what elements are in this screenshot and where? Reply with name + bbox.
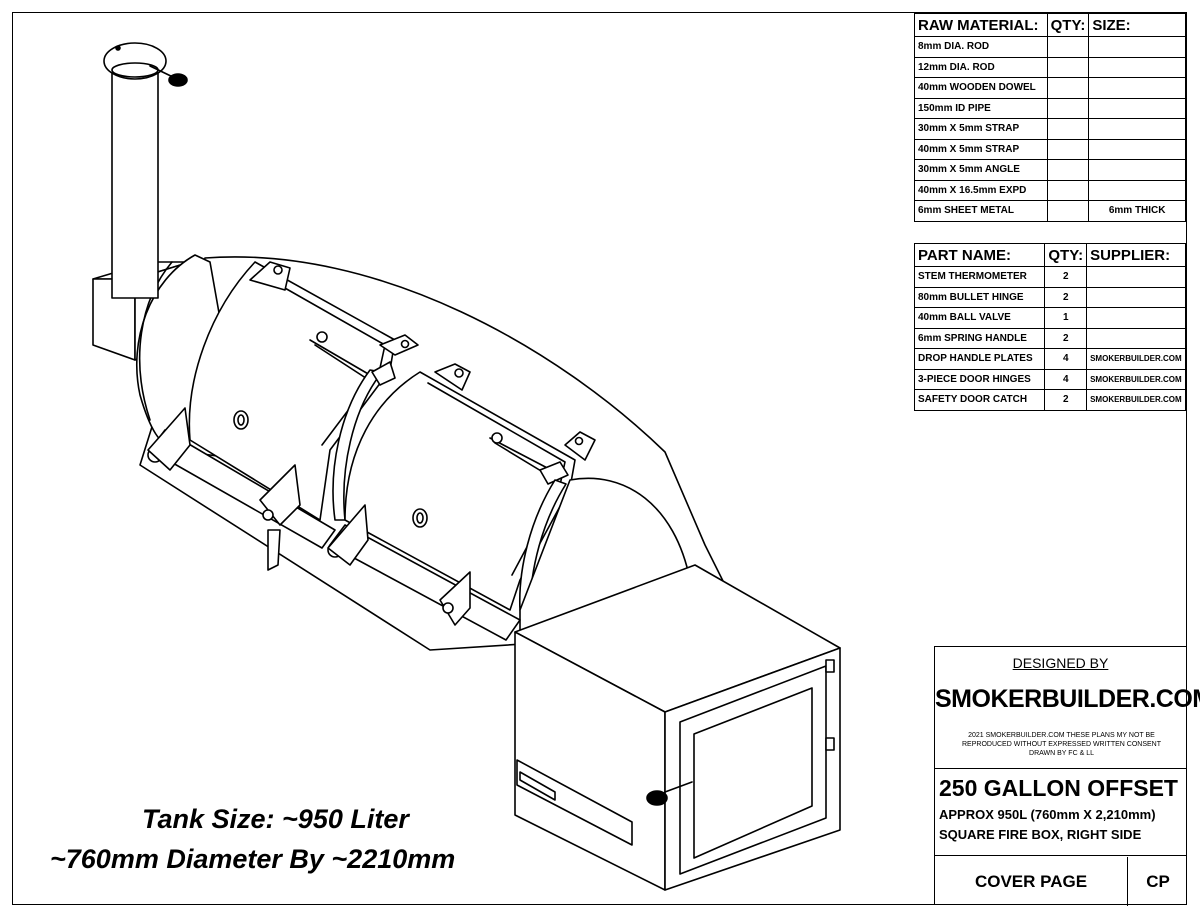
material-name: 40mm X 16.5mm EXPD xyxy=(914,179,1048,201)
material-name: 40mm WOODEN DOWEL xyxy=(914,77,1048,99)
copyright-notice: 2021 SMOKERBUILDER.COM THESE PLANS MY NO… xyxy=(949,731,1174,758)
header-part-name: PART NAME: xyxy=(913,243,1046,267)
sheet-border xyxy=(12,12,1187,905)
part-qty: 2 xyxy=(1044,389,1088,411)
part-qty: 1 xyxy=(1044,307,1088,329)
part-supplier xyxy=(1086,307,1186,329)
front-handle-rail-left xyxy=(147,407,336,571)
table-row: 40mm X 5mm STRAP xyxy=(914,138,1186,160)
material-name: 30mm X 5mm ANGLE xyxy=(914,159,1048,181)
square-firebox xyxy=(514,564,841,891)
copyright-line: 2021 SMOKERBUILDER.COM THESE PLANS MY NO… xyxy=(968,732,1155,739)
part-name: DROP HANDLE PLATES xyxy=(913,348,1046,370)
table-row: 150mm ID PIPE xyxy=(914,97,1186,119)
part-qty: 2 xyxy=(1044,286,1088,308)
drawing-subtitle-config: SQUARE FIRE BOX, RIGHT SIDE xyxy=(939,827,1142,842)
header-qty: QTY: xyxy=(1044,243,1088,267)
table-row: 12mm DIA. ROD xyxy=(914,56,1186,78)
part-supplier: SMOKERBUILDER.COM xyxy=(1086,389,1186,411)
copyright-line: REPRODUCED WITHOUT EXPRESSED WRITTEN CON… xyxy=(962,741,1161,748)
chimney xyxy=(103,42,188,299)
copyright-line: DRAWN BY FC & LL xyxy=(1029,750,1094,757)
page-name: COVER PAGE xyxy=(974,872,1088,891)
header-raw-material: RAW MATERIAL: xyxy=(914,13,1048,37)
material-size: 6mm THICK xyxy=(1088,200,1186,222)
material-qty xyxy=(1046,159,1090,181)
part-name: SAFETY DOOR CATCH xyxy=(913,389,1046,411)
part-supplier xyxy=(1086,266,1186,288)
title-block-divider xyxy=(935,768,1186,769)
material-qty xyxy=(1046,56,1090,78)
material-qty xyxy=(1046,77,1090,99)
drawing-subtitle-size: APPROX 950L (760mm X 2,210mm) xyxy=(939,807,1156,822)
material-size xyxy=(1088,97,1186,119)
table-row: 30mm X 5mm ANGLE xyxy=(914,159,1186,181)
part-qty: 2 xyxy=(1044,327,1088,349)
material-name: 12mm DIA. ROD xyxy=(914,56,1048,78)
material-size xyxy=(1088,56,1186,78)
page-code: CP xyxy=(1127,857,1188,906)
tank-size-caption: Tank Size: ~950 Liter xyxy=(142,804,409,834)
material-qty xyxy=(1046,179,1090,201)
table-row: 6mm SHEET METAL 6mm THICK xyxy=(914,200,1186,222)
parts-table: PART NAME: QTY: SUPPLIER: STEM THERMOMET… xyxy=(913,243,1186,411)
part-qty: 4 xyxy=(1044,368,1088,390)
tank-dimension-caption: ~760mm Diameter By ~2210mm xyxy=(50,844,456,874)
material-name: 6mm SHEET METAL xyxy=(914,200,1048,222)
header-size: SIZE: xyxy=(1088,13,1186,37)
table-row: 40mm WOODEN DOWEL xyxy=(914,77,1186,99)
part-name: 40mm BALL VALVE xyxy=(913,307,1046,329)
header-supplier: SUPPLIER: xyxy=(1086,243,1186,267)
table-row: 8mm DIA. ROD xyxy=(914,36,1186,58)
part-supplier: SMOKERBUILDER.COM xyxy=(1086,348,1186,370)
part-name: 3-PIECE DOOR HINGES xyxy=(913,368,1046,390)
part-qty: 2 xyxy=(1044,266,1088,288)
material-size xyxy=(1088,36,1186,58)
raw-material-header-row: RAW MATERIAL: QTY: SIZE: xyxy=(914,13,1186,37)
material-qty xyxy=(1046,97,1090,119)
material-name: 30mm X 5mm STRAP xyxy=(914,118,1048,140)
material-size xyxy=(1088,77,1186,99)
raw-material-table: RAW MATERIAL: QTY: SIZE: 8mm DIA. ROD 12… xyxy=(914,13,1186,222)
header-qty: QTY: xyxy=(1046,13,1090,37)
part-supplier xyxy=(1086,327,1186,349)
material-qty xyxy=(1046,200,1090,222)
material-size xyxy=(1088,159,1186,181)
part-qty: 4 xyxy=(1044,348,1088,370)
cook-chamber-door-right xyxy=(344,363,596,611)
title-block-divider xyxy=(935,855,1186,856)
title-block: DESIGNED BY SMOKERBUILDER.COM 2021 SMOKE… xyxy=(934,646,1200,906)
part-supplier: SMOKERBUILDER.COM xyxy=(1086,368,1186,390)
parts-header-row: PART NAME: QTY: SUPPLIER: xyxy=(913,243,1186,267)
drawing-title: 250 GALLON OFFSET xyxy=(939,775,1178,801)
material-name: 8mm DIA. ROD xyxy=(914,36,1048,58)
material-size xyxy=(1088,138,1186,160)
table-row: 30mm X 5mm STRAP xyxy=(914,118,1186,140)
material-qty xyxy=(1046,138,1090,160)
material-qty xyxy=(1046,36,1090,58)
cook-chamber-door-left xyxy=(188,261,419,521)
part-name: STEM THERMOMETER xyxy=(913,266,1046,288)
designed-by-label: DESIGNED BY xyxy=(1012,655,1109,671)
table-row: 40mm X 16.5mm EXPD xyxy=(914,179,1186,201)
part-supplier xyxy=(1086,286,1186,308)
part-name: 80mm BULLET HINGE xyxy=(913,286,1046,308)
material-size xyxy=(1088,118,1186,140)
part-name: 6mm SPRING HANDLE xyxy=(913,327,1046,349)
front-handle-rail-right xyxy=(327,504,521,641)
material-qty xyxy=(1046,118,1090,140)
material-name: 150mm ID PIPE xyxy=(914,97,1048,119)
material-size xyxy=(1088,179,1186,201)
company-name: SMOKERBUILDER.COM xyxy=(935,685,1200,713)
material-name: 40mm X 5mm STRAP xyxy=(914,138,1048,160)
